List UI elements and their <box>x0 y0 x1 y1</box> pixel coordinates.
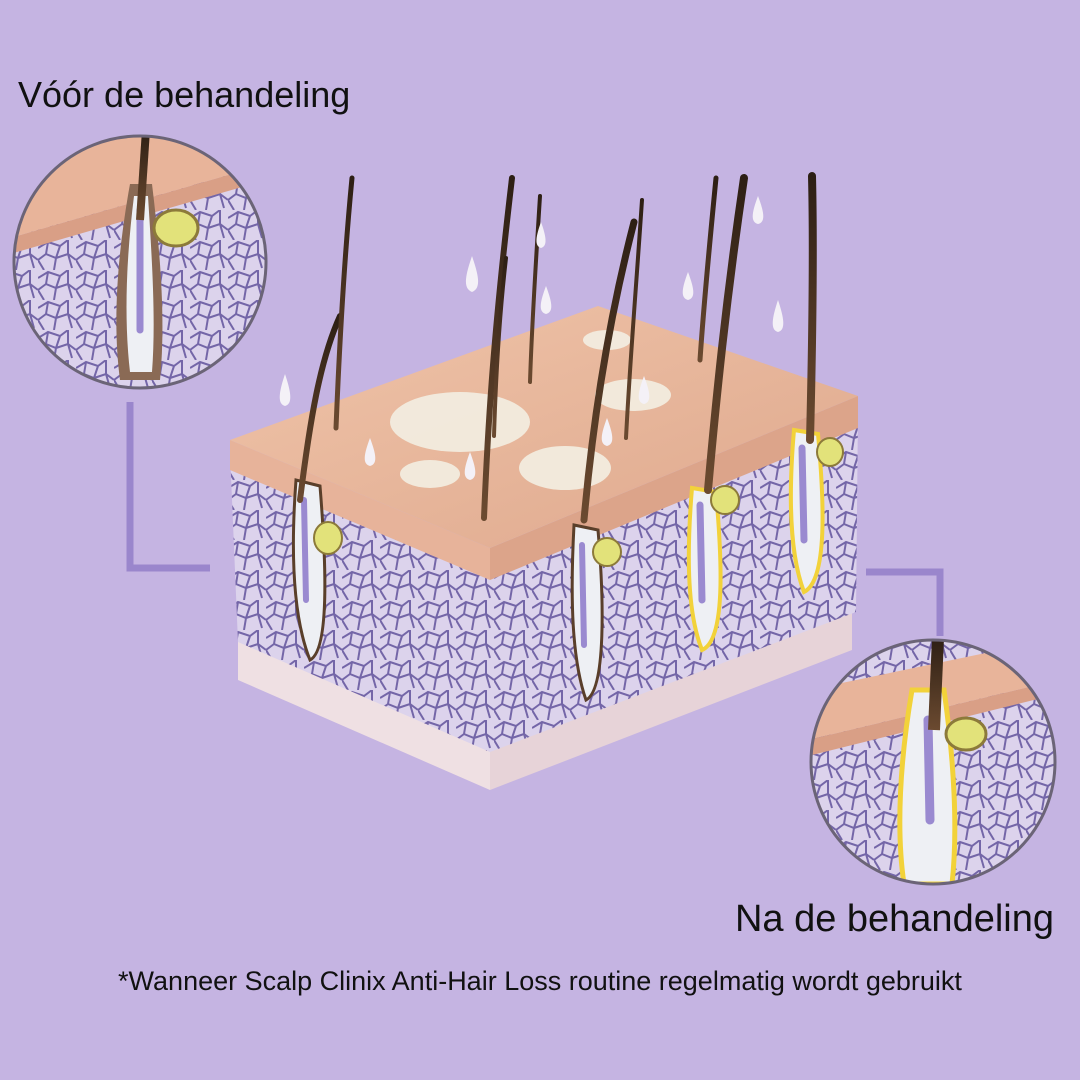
skin-block <box>230 172 858 790</box>
hair-strands <box>297 172 817 524</box>
droplets <box>279 196 784 480</box>
follicle <box>291 478 343 663</box>
sebum-pool <box>595 379 671 411</box>
follicle <box>570 523 622 703</box>
before-zoom-circle <box>12 134 268 390</box>
before-connector <box>126 402 210 572</box>
before-treatment-label: Vóór de behandeling <box>18 74 351 115</box>
footnote: *Wanneer Scalp Clinix Anti-Hair Loss rou… <box>118 966 962 996</box>
sebum-pool <box>519 446 611 490</box>
after-treatment-label: Na de behandeling <box>734 898 1054 940</box>
healthy-follicle <box>788 427 844 595</box>
sebum-pool <box>390 392 530 452</box>
sebum-pool <box>400 460 460 488</box>
after-connector <box>866 568 944 636</box>
healthy-follicle <box>686 485 740 653</box>
after-zoom-circle <box>809 638 1057 886</box>
